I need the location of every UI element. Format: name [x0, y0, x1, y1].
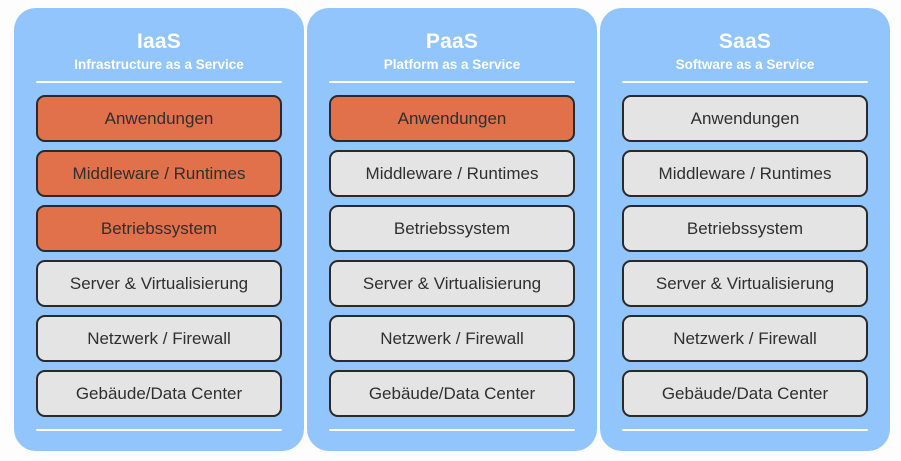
header-divider-paas: [329, 81, 575, 83]
panel-paas: PaaS Platform as a Service Anwendungen M…: [307, 8, 597, 451]
layer-stack-iaas: Anwendungen Middleware / Runtimes Betrie…: [36, 95, 282, 417]
panel-header-saas: SaaS Software as a Service: [622, 8, 868, 83]
panel-title-saas: SaaS: [718, 30, 772, 53]
layer-paas-betriebssystem[interactable]: Betriebssystem: [329, 205, 575, 252]
panel-subtitle-paas: Platform as a Service: [383, 57, 521, 72]
layer-paas-gebaeude-data-center[interactable]: Gebäude/Data Center: [329, 370, 575, 417]
panel-spacer-paas: [329, 431, 575, 451]
layer-stack-saas: Anwendungen Middleware / Runtimes Betrie…: [622, 95, 868, 417]
panel-title-paas: PaaS: [425, 30, 479, 53]
panel-saas: SaaS Software as a Service Anwendungen M…: [600, 8, 890, 451]
layer-iaas-server-virtualisierung[interactable]: Server & Virtualisierung: [36, 260, 282, 307]
layer-iaas-gebaeude-data-center[interactable]: Gebäude/Data Center: [36, 370, 282, 417]
panel-subtitle-iaas: Infrastructure as a Service: [74, 57, 244, 72]
panel-spacer-saas: [622, 431, 868, 451]
layer-saas-gebaeude-data-center[interactable]: Gebäude/Data Center: [622, 370, 868, 417]
panel-subtitle-saas: Software as a Service: [675, 57, 815, 72]
panel-iaas: IaaS Infrastructure as a Service Anwendu…: [14, 8, 304, 451]
layer-saas-server-virtualisierung[interactable]: Server & Virtualisierung: [622, 260, 868, 307]
header-divider-saas: [622, 81, 868, 83]
footer-divider-saas: [622, 429, 868, 431]
layer-saas-middleware-runtimes[interactable]: Middleware / Runtimes: [622, 150, 868, 197]
layer-saas-betriebssystem[interactable]: Betriebssystem: [622, 205, 868, 252]
panel-header-iaas: IaaS Infrastructure as a Service: [36, 8, 282, 83]
panel-header-paas: PaaS Platform as a Service: [329, 8, 575, 83]
footer-divider-paas: [329, 429, 575, 431]
layer-iaas-betriebssystem[interactable]: Betriebssystem: [36, 205, 282, 252]
layer-saas-netzwerk-firewall[interactable]: Netzwerk / Firewall: [622, 315, 868, 362]
footer-divider-iaas: [36, 429, 282, 431]
layer-paas-middleware-runtimes[interactable]: Middleware / Runtimes: [329, 150, 575, 197]
panel-title-iaas: IaaS: [137, 30, 181, 53]
layer-paas-netzwerk-firewall[interactable]: Netzwerk / Firewall: [329, 315, 575, 362]
panel-spacer-iaas: [36, 431, 282, 451]
layer-paas-anwendungen[interactable]: Anwendungen: [329, 95, 575, 142]
layer-iaas-middleware-runtimes[interactable]: Middleware / Runtimes: [36, 150, 282, 197]
layer-stack-paas: Anwendungen Middleware / Runtimes Betrie…: [329, 95, 575, 417]
layer-iaas-netzwerk-firewall[interactable]: Netzwerk / Firewall: [36, 315, 282, 362]
layer-saas-anwendungen[interactable]: Anwendungen: [622, 95, 868, 142]
header-divider-iaas: [36, 81, 282, 83]
layer-iaas-anwendungen[interactable]: Anwendungen: [36, 95, 282, 142]
layer-paas-server-virtualisierung[interactable]: Server & Virtualisierung: [329, 260, 575, 307]
